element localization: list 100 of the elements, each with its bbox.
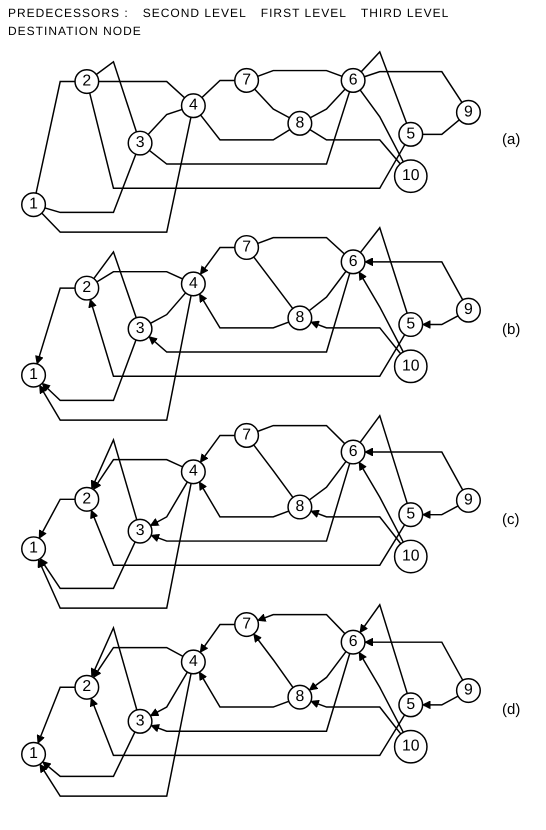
node-circle: 1 [21, 192, 46, 218]
arrow [200, 434, 235, 463]
arrow [40, 673, 192, 797]
annotation-label: SECOND LEVEL [142, 6, 247, 20]
panel-caption: (c) [502, 510, 520, 528]
arrow [42, 732, 136, 778]
node-circle: 6 [340, 68, 366, 93]
arrow [358, 272, 404, 352]
node-circle: 10 [394, 349, 428, 384]
connector [310, 88, 346, 118]
annotation-label: PREDECESSORS : [8, 6, 129, 20]
node-circle: 3 [128, 708, 153, 734]
node-circle: 5 [398, 122, 424, 147]
node-circle: 6 [340, 249, 366, 274]
node-circle: 2 [74, 69, 100, 94]
node-circle: 6 [340, 630, 366, 655]
connector [200, 114, 290, 141]
connector [253, 444, 294, 498]
node-circle: 1 [21, 742, 46, 767]
node-circle: 9 [456, 488, 481, 513]
node-circle: 2 [74, 486, 100, 512]
node-circle: 9 [456, 298, 481, 323]
arrow [364, 448, 464, 490]
arrow [198, 482, 290, 518]
connector [98, 80, 186, 98]
arrow [148, 272, 350, 353]
arrow [90, 626, 138, 710]
connector [257, 236, 345, 254]
connector [257, 424, 346, 444]
arrow [150, 672, 188, 716]
node-circle: 7 [234, 422, 260, 448]
node-circle: 4 [180, 649, 206, 674]
arrow [199, 294, 290, 329]
arrow [310, 700, 402, 734]
arrow [200, 246, 235, 275]
arrow [198, 672, 290, 708]
arrow [253, 634, 294, 688]
node-circle: 10 [394, 540, 428, 574]
connector [360, 226, 408, 314]
node-circle: 5 [398, 502, 424, 528]
connector [253, 256, 294, 309]
arrow [422, 505, 458, 520]
arrow [90, 698, 406, 756]
arrow [150, 482, 188, 526]
connector [254, 88, 290, 118]
arrow [150, 463, 350, 542]
node-circle: 1 [21, 362, 46, 388]
connector [364, 70, 463, 103]
arrow [310, 320, 402, 354]
node-circle: 3 [128, 518, 153, 544]
arrow [422, 315, 458, 329]
connector [257, 70, 342, 78]
node-circle: 3 [128, 316, 153, 342]
connector [96, 60, 138, 132]
node-circle: 9 [456, 678, 481, 704]
arrow [310, 510, 402, 544]
connector [310, 128, 401, 164]
node-circle: 10 [394, 159, 428, 194]
node-circle: 2 [74, 276, 100, 301]
connector [35, 80, 76, 194]
connector [360, 90, 404, 162]
panel-caption: (a) [502, 130, 522, 148]
arrow [36, 686, 76, 744]
connector [422, 119, 460, 136]
connector [308, 270, 347, 312]
arrow [90, 438, 138, 520]
node-circle: 7 [234, 612, 260, 638]
arrow [35, 287, 76, 364]
node-circle: 7 [234, 234, 260, 260]
node-circle: 7 [234, 68, 260, 93]
arrow [42, 340, 137, 402]
panel-caption: (b) [502, 320, 522, 338]
node-circle: 5 [398, 692, 424, 718]
node-circle: 8 [287, 110, 312, 136]
connector [44, 154, 137, 214]
connector [148, 91, 350, 165]
panel-caption: (d) [502, 700, 522, 718]
arrow [257, 614, 346, 634]
arrow [358, 652, 404, 733]
connector [41, 117, 192, 233]
connector [148, 108, 182, 135]
connector [96, 270, 183, 283]
arrow [40, 542, 136, 590]
arrow [90, 510, 406, 566]
node-circle: 8 [287, 684, 312, 710]
connector [360, 50, 408, 124]
connector [88, 92, 406, 189]
arrow [360, 603, 408, 694]
arrow [93, 458, 183, 490]
arrow [38, 498, 76, 539]
node-circle: 4 [180, 93, 206, 118]
node-circle: 2 [74, 674, 100, 700]
connector [150, 292, 186, 324]
connector [308, 460, 347, 501]
annotation-label: DESTINATION NODE [8, 24, 142, 38]
node-circle: 5 [398, 312, 424, 338]
arrow [422, 695, 458, 710]
arrow [150, 653, 350, 732]
arrow [308, 651, 347, 691]
arrow [358, 462, 404, 542]
